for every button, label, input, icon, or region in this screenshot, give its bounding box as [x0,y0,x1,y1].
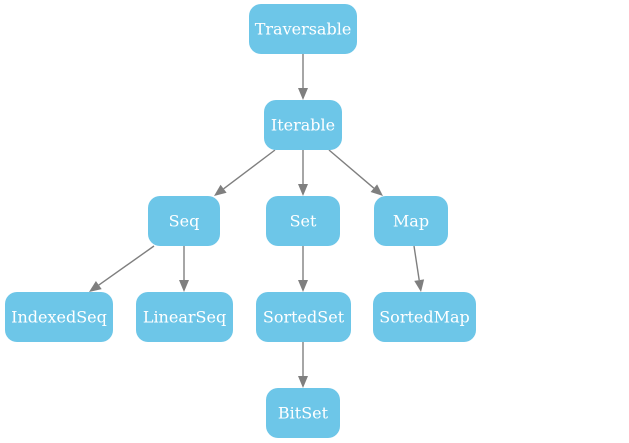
node-label: Seq [169,212,200,231]
node-sortedmap: SortedMap [373,292,476,342]
node-box [148,196,220,246]
node-sortedset: SortedSet [256,292,351,342]
node-box [374,196,448,246]
node-box [264,100,342,150]
arrowhead-icon [89,280,102,292]
edges [89,54,425,388]
node-indexedseq: IndexedSeq [5,292,113,342]
node-box [266,388,340,438]
node-box [249,4,357,54]
node-box [5,292,113,342]
node-label: SortedMap [379,308,470,327]
edge-map-to-sortedmap [413,245,425,292]
edge-traversable-to-iterable [298,54,308,100]
edge-line [413,245,420,281]
arrowhead-icon [298,184,308,196]
arrowhead-icon [370,184,383,196]
node-seq: Seq [148,196,220,246]
node-set: Set [266,196,340,246]
node-label: IndexedSeq [11,308,107,327]
node-label: BitSet [278,404,329,423]
edge-set-to-sortedset [298,246,308,292]
arrowhead-icon [414,279,425,292]
node-label: Set [290,212,317,231]
edge-seq-to-indexedseq [89,245,155,292]
edge-sortedset-to-bitset [298,342,308,388]
node-label: Traversable [255,20,352,39]
node-iterable: Iterable [264,100,342,150]
edge-line [223,149,276,190]
node-label: LinearSeq [143,308,226,327]
node-label: Map [393,212,429,231]
edge-iterable-to-map [328,149,383,196]
node-traversable: Traversable [249,4,357,54]
arrowhead-icon [298,88,308,100]
edge-iterable-to-set [298,150,308,196]
node-box [136,292,233,342]
arrowhead-icon [179,280,189,292]
node-box [373,292,476,342]
node-linearseq: LinearSeq [136,292,233,342]
node-box [266,196,340,246]
node-bitset: BitSet [266,388,340,438]
arrowhead-icon [214,184,227,196]
node-box [256,292,351,342]
edge-seq-to-linearseq [179,246,189,292]
arrowhead-icon [298,376,308,388]
edge-iterable-to-seq [214,149,276,196]
edge-line [98,245,155,286]
edge-line [328,149,375,189]
node-label: SortedSet [263,308,345,327]
node-map: Map [374,196,448,246]
node-label: Iterable [271,116,335,135]
arrowhead-icon [298,280,308,292]
